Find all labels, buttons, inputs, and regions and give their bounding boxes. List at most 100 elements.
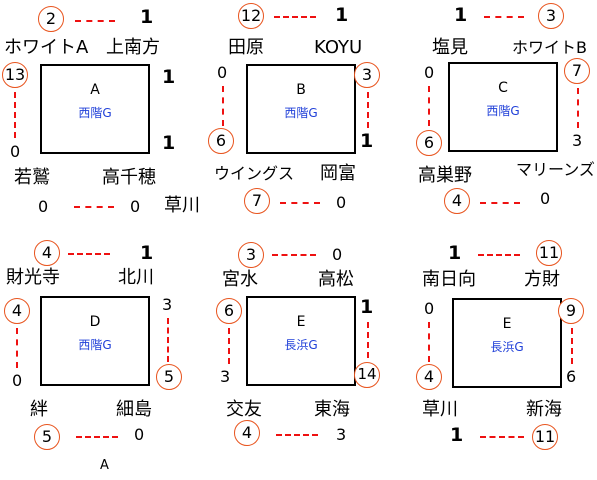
team-top-left: 宮水 bbox=[222, 269, 258, 290]
team-bottom-right: 新海 bbox=[526, 399, 562, 420]
score: 0 bbox=[134, 425, 145, 444]
venue-label: 西階G bbox=[78, 106, 112, 120]
score-circle: 4 bbox=[4, 298, 30, 324]
score: 1 bbox=[360, 130, 374, 152]
team-top-right: 方財 bbox=[524, 269, 560, 290]
score: 1 bbox=[162, 66, 176, 88]
dash-line bbox=[276, 434, 318, 436]
score: 1 bbox=[454, 4, 468, 26]
venue-label: 西階G bbox=[78, 338, 112, 352]
team-top-right: KOYU bbox=[314, 37, 363, 58]
dash-line bbox=[16, 328, 18, 368]
team-top-right: 上南方 bbox=[106, 37, 160, 58]
score-circle: 3 bbox=[538, 3, 564, 29]
venue-label: 長浜G bbox=[284, 338, 318, 352]
court-label: E bbox=[502, 316, 512, 332]
score: 3 bbox=[220, 367, 231, 386]
score: 0 bbox=[38, 197, 49, 216]
team-top-left: 南日向 bbox=[422, 269, 476, 290]
court-block-a: 2 1 ホワイトA 上南方 13 0 A 西階G 1 1 若鷲 高千穂 0 0 … bbox=[0, 0, 200, 240]
score-circle: 3 bbox=[354, 62, 380, 88]
score-circle: 11 bbox=[532, 424, 558, 450]
court-label: D bbox=[89, 314, 101, 330]
court-label: E bbox=[296, 314, 306, 330]
dash-line bbox=[228, 328, 230, 364]
score: 3 bbox=[336, 425, 347, 444]
team-bottom-right: 高千穂 bbox=[102, 167, 156, 188]
team-top-right: 高松 bbox=[318, 269, 354, 290]
court-block-c: 1 3 塩見 ホワイトB 0 6 C 西階G 7 3 高巣野 マリーンズ 4 0 bbox=[400, 0, 597, 240]
venue-label: 西階G bbox=[486, 104, 520, 118]
score: 0 bbox=[10, 142, 21, 161]
venue-label: 西階G bbox=[284, 106, 318, 120]
team-bottom-left: ウイングス bbox=[214, 164, 295, 183]
score: 1 bbox=[360, 296, 374, 318]
score: 6 bbox=[566, 367, 577, 386]
score-circle: 4 bbox=[234, 420, 260, 446]
team-top-left: 田原 bbox=[228, 37, 264, 58]
score-circle: 2 bbox=[38, 6, 64, 32]
team-top-left: ホワイトA bbox=[4, 37, 89, 58]
team-top-right: ホワイトB bbox=[512, 38, 587, 57]
team-bottom-right: 細島 bbox=[116, 399, 152, 420]
court-block-e2: 1 11 南日向 方財 0 4 E 長浜G 9 6 草川 新海 1 11 bbox=[400, 240, 597, 480]
score: 0 bbox=[130, 197, 141, 216]
score: 0 bbox=[217, 63, 228, 82]
score-circle: 14 bbox=[354, 362, 380, 388]
score-circle: 12 bbox=[238, 3, 264, 29]
score-circle: 6 bbox=[208, 128, 234, 154]
team-top-right: 北川 bbox=[118, 267, 154, 288]
score: 3 bbox=[572, 131, 583, 150]
court-box: B 西階G bbox=[246, 64, 356, 154]
score-circle: 4 bbox=[34, 240, 60, 266]
score-circle: 6 bbox=[416, 130, 442, 156]
team-top-left: 財光寺 bbox=[6, 267, 60, 288]
score: 0 bbox=[424, 299, 435, 318]
court-box: D 西階G bbox=[40, 296, 150, 386]
dash-line bbox=[480, 436, 524, 438]
score: 0 bbox=[12, 371, 23, 390]
team-bottom-left: 草川 bbox=[422, 399, 458, 420]
score-circle: 4 bbox=[444, 188, 470, 214]
dash-line bbox=[571, 328, 573, 364]
team-bottom-left: 高巣野 bbox=[418, 165, 472, 186]
dash-line bbox=[167, 318, 169, 362]
score-circle: 9 bbox=[558, 298, 584, 324]
score: 1 bbox=[335, 4, 349, 26]
team-extra: 草川 bbox=[164, 195, 200, 216]
score: 0 bbox=[540, 189, 551, 208]
score-circle: 3 bbox=[238, 242, 264, 268]
score-circle: 11 bbox=[536, 240, 562, 266]
score-circle: 6 bbox=[216, 298, 242, 324]
dash-line bbox=[74, 206, 114, 208]
team-bottom-left: 若鷲 bbox=[14, 167, 50, 188]
team-bottom-right: マリーンズ bbox=[516, 160, 595, 179]
score: 0 bbox=[332, 245, 343, 264]
team-bottom-right: 東海 bbox=[314, 399, 350, 420]
dash-line bbox=[367, 322, 369, 358]
dash-line bbox=[76, 436, 118, 438]
score: 1 bbox=[140, 6, 154, 28]
dash-line bbox=[428, 322, 430, 362]
dash-line bbox=[577, 88, 579, 128]
team-bottom-left: 交友 bbox=[226, 399, 262, 420]
score: 0 bbox=[424, 63, 435, 82]
dash-line bbox=[75, 20, 115, 22]
team-bottom-right: 岡富 bbox=[320, 163, 356, 184]
score: 1 bbox=[140, 242, 154, 264]
score: 1 bbox=[448, 242, 462, 264]
team-top-left: 塩見 bbox=[432, 37, 468, 58]
score-circle: 4 bbox=[416, 364, 442, 390]
footnote-label: A bbox=[100, 458, 109, 473]
score: 0 bbox=[336, 193, 347, 212]
venue-label: 長浜G bbox=[490, 340, 524, 354]
score-circle: 5 bbox=[34, 424, 60, 450]
score-circle: 13 bbox=[2, 62, 28, 88]
dash-line bbox=[222, 86, 224, 126]
dash-line bbox=[478, 254, 520, 256]
court-box: A 西階G bbox=[40, 64, 150, 154]
court-block-e1: 3 0 宮水 高松 6 3 E 長浜G 1 14 交友 東海 4 3 bbox=[200, 240, 400, 480]
score: 1 bbox=[162, 132, 176, 154]
score-circle: 7 bbox=[244, 188, 270, 214]
dash-line bbox=[274, 16, 316, 18]
